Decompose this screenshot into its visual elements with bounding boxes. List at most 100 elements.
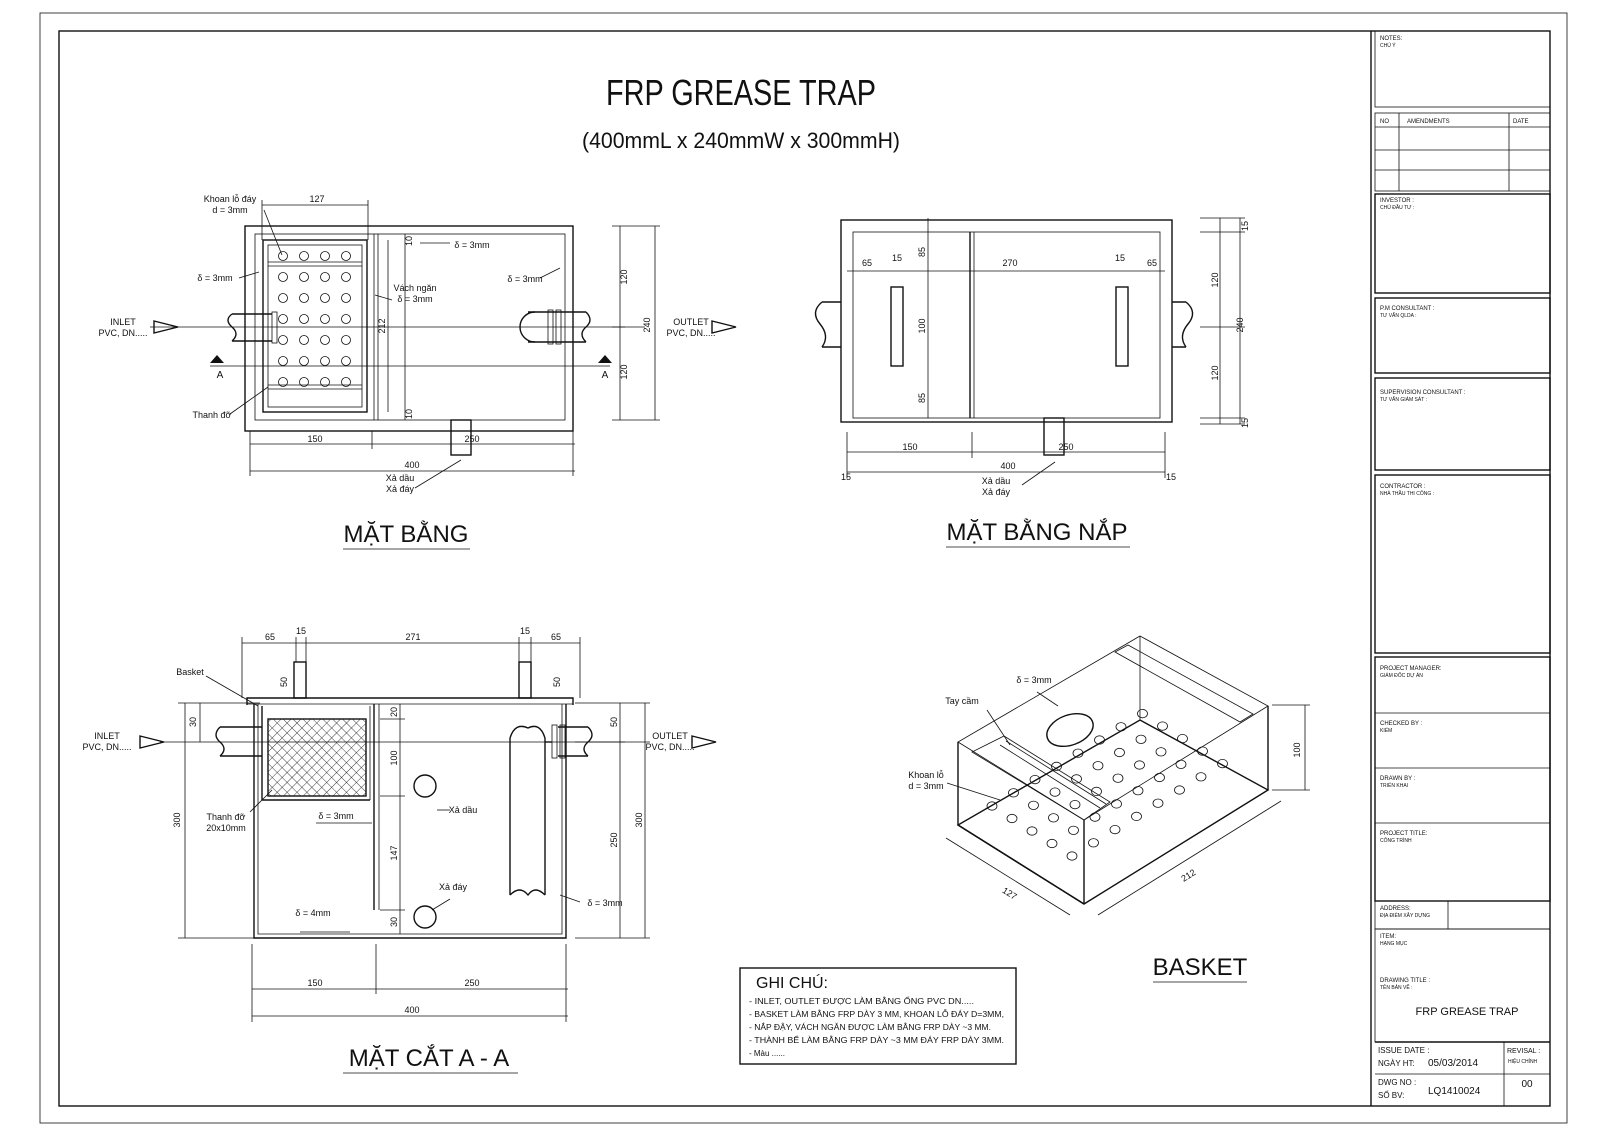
lid-dim-15-left: 15 — [892, 253, 902, 263]
plan-dim-120-bottom: 120 — [619, 364, 629, 379]
tb-supervision-sub: TƯ VẤN GIÁM SÁT : — [1380, 396, 1427, 403]
tb-revision-value: 00 — [1521, 1079, 1533, 1090]
basket-drill-label: Khoan lỗ — [908, 770, 944, 780]
basket-iso-view — [945, 635, 1310, 916]
tb-supervision: SUPERVISION CONSULTANT : — [1380, 390, 1466, 396]
notes-heading: GHI CHÚ: — [756, 973, 828, 992]
lid-dim-15-leftend: 15 — [841, 472, 851, 482]
basket-drill-size: d = 3mm — [908, 781, 943, 791]
plan-basket-hole — [299, 314, 309, 324]
lid-dim-240: 240 — [1235, 317, 1245, 332]
lid-dim-65-left: 65 — [862, 258, 872, 268]
section-dim-50-outlet: 50 — [609, 717, 619, 727]
plan-basket-hole — [341, 293, 351, 303]
tb-drawing-title-value: FRP GREASE TRAP — [1416, 1006, 1519, 1018]
basket-hole — [1154, 772, 1165, 783]
plan-dim-10-bottom: 10 — [404, 409, 414, 419]
outer-border — [39, 12, 1568, 1124]
basket-hole — [1135, 734, 1147, 744]
tb-project-manager-sub: GIÁM ĐỐC DỰ ÁN — [1380, 672, 1423, 679]
tb-no: NO — [1380, 119, 1389, 125]
tb-drawing-title: DRAWING TITLE : — [1380, 978, 1430, 984]
section-dim-150: 150 — [307, 978, 322, 988]
section-support-label: Thanh đỡ — [207, 812, 246, 822]
plan-basket-hole — [320, 377, 330, 387]
section-delta-3: δ = 3mm — [318, 811, 353, 821]
tb-amendments: AMENDMENTS — [1407, 119, 1450, 125]
tb-project-title-sub: CÔNG TRÌNH — [1380, 837, 1412, 844]
section-dim-271: 271 — [405, 632, 420, 642]
basket-hole — [1046, 838, 1058, 849]
basket-hole — [1089, 812, 1101, 822]
lid-dim-15-top: 15 — [1240, 221, 1250, 231]
lid-dim-15-right: 15 — [1115, 253, 1125, 263]
plan-inlet-label: INLET — [110, 317, 136, 327]
plan-basket-hole — [341, 251, 351, 261]
basket-hole — [1132, 786, 1144, 796]
section-outlet-label: OUTLET — [652, 731, 688, 741]
plan-drill-label: Khoan lỗ đáy — [204, 194, 257, 204]
tb-dwg-no-value: LQ1410024 — [1428, 1086, 1481, 1097]
tb-dwg-no-sub: SỐ BV: — [1378, 1090, 1404, 1100]
tb-checked-sub: KIỂM — [1380, 727, 1392, 734]
plan-basket-hole — [320, 335, 330, 345]
plan-basket-hole — [320, 293, 330, 303]
plan-basket-hole — [278, 314, 288, 324]
plan-drill-size: d = 3mm — [212, 205, 247, 215]
section-view-title: MẶT CẮT A - A — [349, 1044, 510, 1072]
section-basket-label: Basket — [176, 667, 204, 677]
section-dim-100: 100 — [389, 750, 399, 765]
basket-hole — [1109, 824, 1121, 835]
plan-basket-hole — [299, 272, 309, 282]
tb-pm-consultant: P.M CONSULTANT : — [1380, 306, 1435, 312]
lid-dim-85-bottom: 85 — [917, 393, 927, 403]
basket-hole — [1131, 811, 1142, 822]
plan-delta-right: δ = 3mm — [507, 274, 542, 284]
plan-basket-hole — [341, 314, 351, 324]
title-block — [1374, 30, 1551, 1106]
notes-line-1: - INLET, OUTLET ĐƯỢC LÀM BẰNG ỐNG PVC DN… — [749, 996, 974, 1006]
basket-hole — [1049, 787, 1061, 797]
plan-outlet-label: OUTLET — [673, 317, 709, 327]
section-dim-50-left: 50 — [279, 677, 289, 687]
basket-hole — [1137, 708, 1148, 719]
basket-hole — [1028, 800, 1039, 810]
plan-basket-holes — [278, 251, 351, 387]
section-dim-147: 147 — [389, 845, 399, 860]
plan-basket-hole — [278, 251, 288, 261]
lid-dim-15-rightend: 15 — [1166, 472, 1176, 482]
section-dim-65-right: 65 — [551, 632, 561, 642]
lid-dim-100: 100 — [917, 318, 927, 333]
plan-dim-240: 240 — [642, 317, 652, 332]
tb-investor: INVESTOR : — [1380, 198, 1414, 204]
section-dim-15-right: 15 — [520, 626, 530, 636]
basket-hole — [1152, 798, 1164, 808]
basket-delta-label: δ = 3mm — [1016, 675, 1051, 685]
section-inlet-pipe: PVC, DN..... — [82, 742, 131, 752]
plan-section-mark-left: A — [217, 370, 224, 381]
basket-hole — [1115, 722, 1127, 732]
basket-holes — [986, 708, 1228, 861]
plan-basket-hole — [341, 377, 351, 387]
basket-hole — [1006, 813, 1018, 824]
basket-hole — [1217, 758, 1228, 769]
plan-delta-top: δ = 3mm — [454, 240, 489, 250]
plan-basket-hole — [299, 377, 309, 387]
plan-basket-hole — [320, 251, 330, 261]
tb-date: DATE — [1513, 119, 1529, 125]
plan-basket-hole — [278, 293, 288, 303]
lid-plan-view — [814, 217, 1245, 486]
basket-hole — [1026, 826, 1038, 836]
tb-item-sub: HẠNG MỤC — [1380, 941, 1408, 947]
section-delta-4: δ = 4mm — [295, 908, 330, 918]
lid-dim-85-top: 85 — [917, 247, 927, 257]
lid-dim-120-top: 120 — [1210, 272, 1220, 287]
plan-basket-hole — [341, 356, 351, 366]
lid-dim-65-right: 65 — [1147, 258, 1157, 268]
plan-view — [150, 200, 737, 489]
section-dim-15-left: 15 — [296, 626, 306, 636]
plan-basket-hole — [278, 356, 288, 366]
section-dim-30-bottom: 30 — [389, 917, 399, 927]
basket-hole — [1177, 733, 1188, 744]
notes-line-4: - THÀNH BỂ LÀM BẰNG FRP DÀY ~3 MM ĐÁY FR… — [749, 1036, 1004, 1045]
